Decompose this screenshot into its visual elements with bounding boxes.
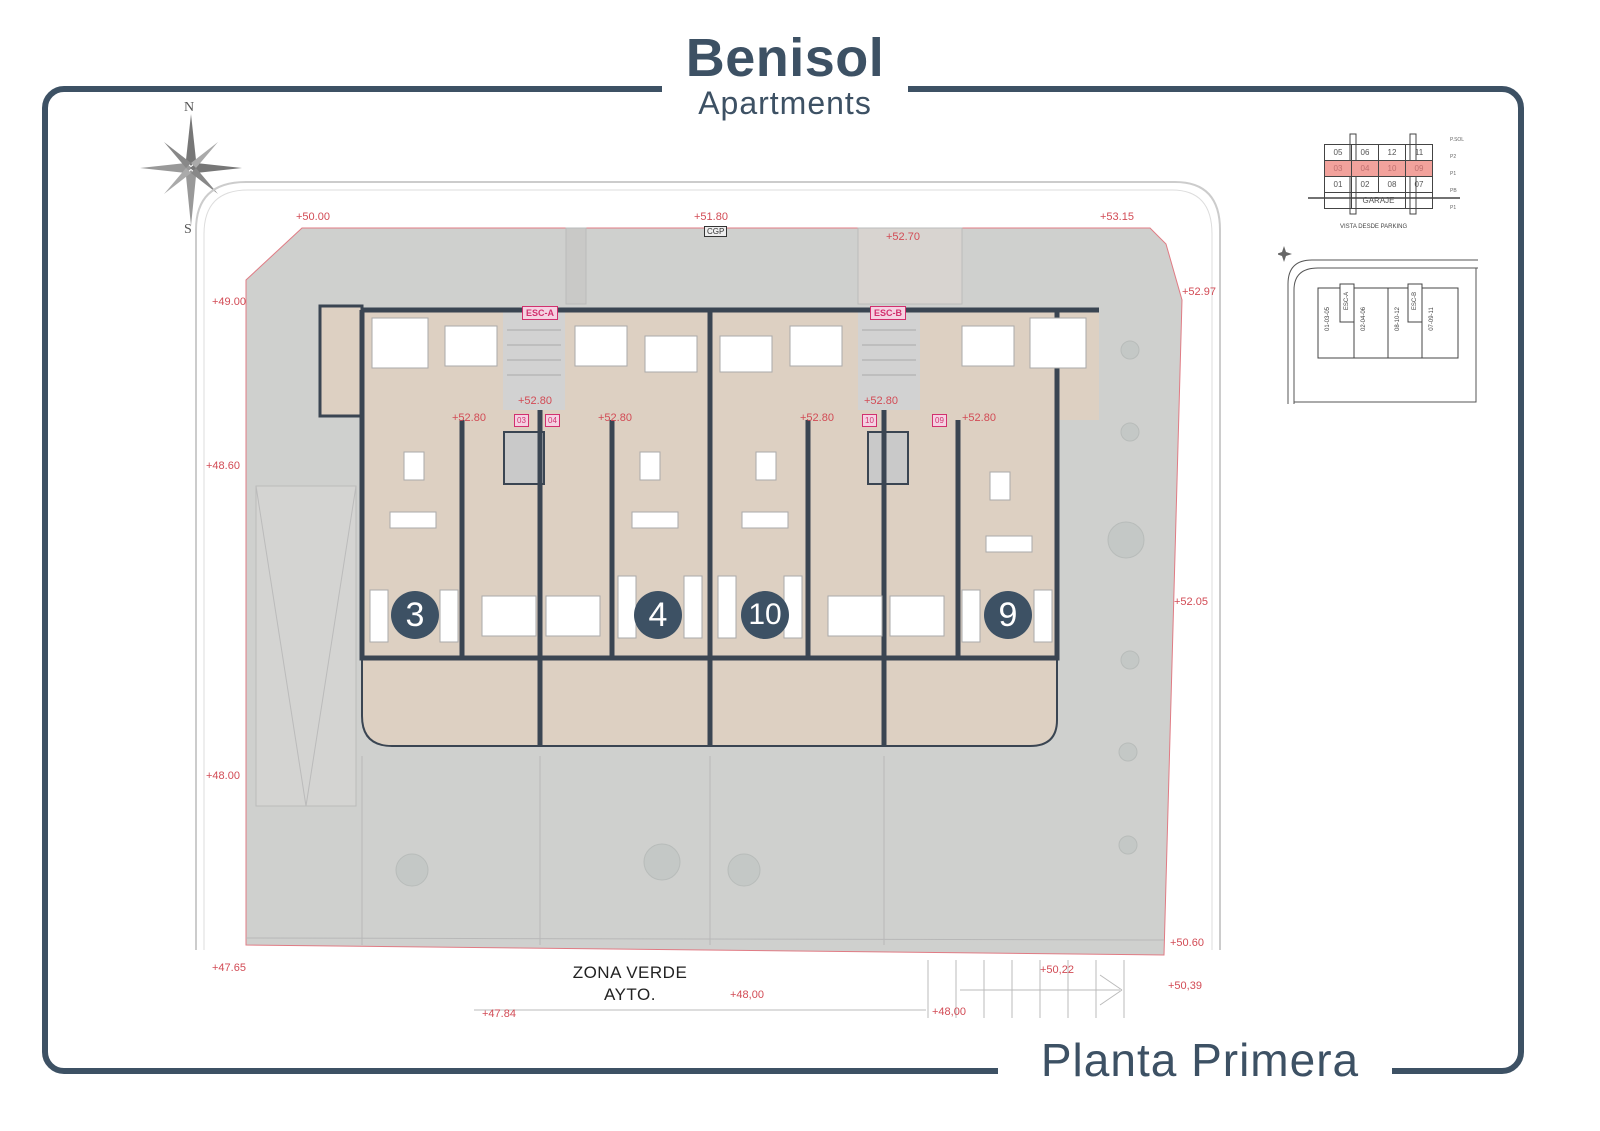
brand-title: Benisol [685,28,885,88]
level-label: +49.00 [212,296,246,308]
unit-badge-10[interactable]: 10 [741,591,789,639]
floor-level-label: +52.80 [452,412,486,424]
floor-label: P1 [1450,205,1457,211]
level-label: +50.60 [1170,937,1204,949]
level-label: +52.97 [1182,286,1216,298]
stair-tag-esc-a: ESC-A [522,306,559,320]
key-cell-garaje: GARAJE [1351,192,1406,209]
key-cell: 02 [1351,176,1379,193]
key-cell-highlight: 10 [1378,160,1406,177]
site-key-drawing [1276,246,1478,404]
cgp-label: CGP [704,226,728,237]
key-cell-highlight: 04 [1351,160,1379,177]
footer-gap [998,1060,1392,1090]
level-label: +47.84 [482,1008,516,1020]
floor-level-label: +52.80 [962,412,996,424]
key-cell-highlight: 09 [1405,160,1433,177]
floor-label: P1 [1450,171,1457,177]
apartment-code: 03 [514,414,529,427]
level-label: +47.65 [212,962,246,974]
key-cell: 07 [1405,176,1433,193]
floor-label: PB [1450,188,1457,194]
level-label: +48,00 [932,1006,966,1018]
level-label: +53.15 [1100,211,1134,223]
stack-label: 01-03-05 [1325,306,1332,332]
level-label: +52.05 [1174,596,1208,608]
level-label: +52.70 [886,231,920,243]
compass-rose-icon: N S [136,100,246,240]
title-gap [662,70,908,110]
key-cell: 05 [1324,144,1352,161]
key-cell: 01 [1324,176,1352,193]
floor-level-label: +52.80 [864,395,898,407]
level-label: +48.60 [206,460,240,472]
stack-label: 02-04-06 [1361,306,1368,332]
north-label: N [184,100,195,115]
plan-title: Planta Primera [1040,1034,1360,1086]
unit-badge-3[interactable]: 3 [391,591,439,639]
key-caption: VISTA DESDE PARKING [1340,224,1408,230]
stack-label: 08-10-12 [1395,306,1402,332]
stack-label: 07-09-11 [1428,307,1435,331]
key-cell: 08 [1378,176,1406,193]
zone-line-1: ZONA VERDE [572,963,688,982]
apartment-code: 10 [862,414,877,427]
stack-label: ESC-A [1344,291,1351,311]
unit-badge-4[interactable]: 4 [634,591,682,639]
zona-verde-label: ZONA VERDE AYTO. [560,962,700,1006]
level-label: +50,39 [1168,980,1202,992]
floor-level-label: +52.80 [800,412,834,424]
zone-line-2: AYTO. [604,985,656,1004]
key-cell [1324,192,1352,209]
floor-label: P.SOL [1450,137,1465,143]
floor-labels: P.SOL P2 P1 PB P1 [1450,132,1464,217]
stack-label: ESC-B [1412,291,1419,311]
compass-star-icon [140,114,242,226]
key-cell: 11 [1405,144,1433,161]
floor-level-label: +52.80 [598,412,632,424]
apartment-code: 04 [545,414,560,427]
apartment-code: 09 [932,414,947,427]
site-location-key: 01-03-05 ESC-A 02-04-06 08-10-12 ESC-B 0… [1276,244,1483,409]
level-label: +48,00 [730,989,764,1001]
level-label: +48.00 [206,770,240,782]
unit-badge-9[interactable]: 9 [984,591,1032,639]
key-cell-highlight: 03 [1324,160,1352,177]
stair-tag-esc-b: ESC-B [870,306,907,320]
level-label: +50.00 [296,211,330,223]
floor-level-label: +52.80 [518,395,552,407]
level-label: +50,22 [1040,964,1074,976]
key-cell: 12 [1378,144,1406,161]
key-cell: 06 [1351,144,1379,161]
floor-label: P2 [1450,154,1457,160]
brand-subtitle: Apartments [698,85,872,121]
key-cell [1405,192,1433,209]
south-label: S [184,222,192,237]
level-label: +51.80 [694,211,728,223]
